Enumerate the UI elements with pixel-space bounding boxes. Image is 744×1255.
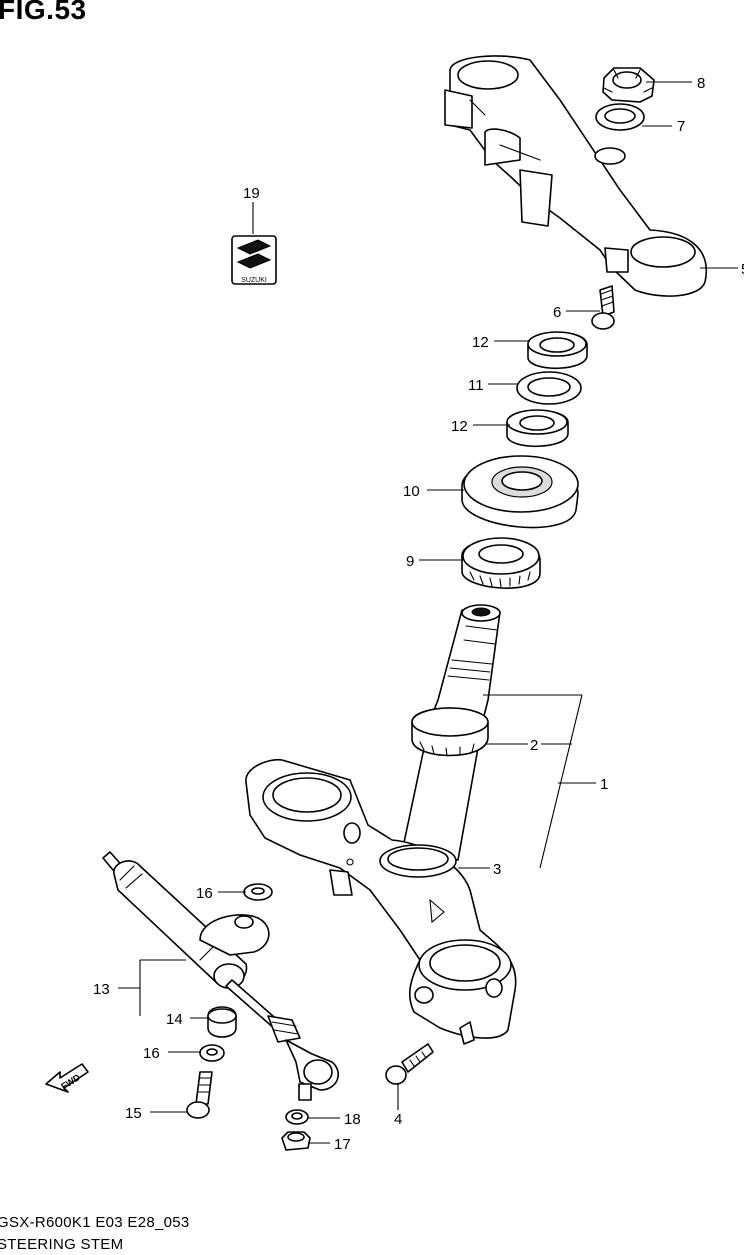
callout-15: 15 <box>125 1105 142 1122</box>
forward-direction-arrow: FWD <box>45 1063 89 1093</box>
lower-bracket-stem-part[interactable] <box>245 604 517 1045</box>
callout-11: 11 <box>468 377 484 394</box>
callout-8: 8 <box>697 75 705 92</box>
callout-2: 2 <box>530 737 538 754</box>
callout-12-lower: 12 <box>451 418 468 435</box>
upper-bearing-part[interactable] <box>461 537 541 589</box>
nut-17-part[interactable] <box>281 1131 311 1151</box>
callout-3: 3 <box>493 861 501 878</box>
suzuki-emblem-part[interactable]: SUZUKI <box>231 235 277 285</box>
washer-11-part[interactable] <box>516 371 582 405</box>
callout-5: 5 <box>741 261 744 278</box>
callout-14: 14 <box>166 1011 183 1028</box>
washer-16-upper-part[interactable] <box>243 883 273 901</box>
lock-nut-lower-part[interactable] <box>506 409 569 448</box>
callout-19: 19 <box>243 185 260 202</box>
figure-title: FIG.53 <box>0 0 87 25</box>
bolt-4-part[interactable] <box>385 1043 434 1085</box>
callout-1: 1 <box>600 776 608 793</box>
callout-numbers: 8 7 5 6 12 11 12 10 9 2 1 3 4 16 13 14 1… <box>93 75 744 1153</box>
callout-18: 18 <box>344 1111 361 1128</box>
steering-damper-part[interactable] <box>102 851 340 1101</box>
lock-nut-upper-part[interactable] <box>527 331 588 370</box>
callout-10: 10 <box>403 483 420 500</box>
leader-lines <box>118 81 738 1144</box>
bushing-14-part[interactable] <box>207 1006 237 1038</box>
callout-7: 7 <box>677 118 685 135</box>
callout-6: 6 <box>553 304 561 321</box>
callout-16-lower: 16 <box>143 1045 160 1062</box>
bolt-6-part[interactable] <box>591 285 615 330</box>
callout-12-upper: 12 <box>472 334 489 351</box>
callout-9: 9 <box>406 553 414 570</box>
callout-17: 17 <box>334 1136 351 1153</box>
washer-18-part[interactable] <box>285 1109 309 1125</box>
emblem-text: SUZUKI <box>241 277 267 284</box>
washer-7-part[interactable] <box>595 103 645 131</box>
callout-16-upper: 16 <box>196 885 213 902</box>
callout-4: 4 <box>394 1111 402 1128</box>
figure-code: GSX-R600K1 E03 E28_053 <box>0 1214 190 1231</box>
upper-bracket-part[interactable] <box>444 55 707 297</box>
callout-13: 13 <box>93 981 110 998</box>
dust-seal-part[interactable] <box>461 455 579 529</box>
stem-nut-part[interactable] <box>602 67 655 103</box>
bolt-15-part[interactable] <box>186 1071 213 1119</box>
figure-name: STEERING STEM <box>0 1236 124 1253</box>
washer-16-lower-part[interactable] <box>199 1044 225 1062</box>
